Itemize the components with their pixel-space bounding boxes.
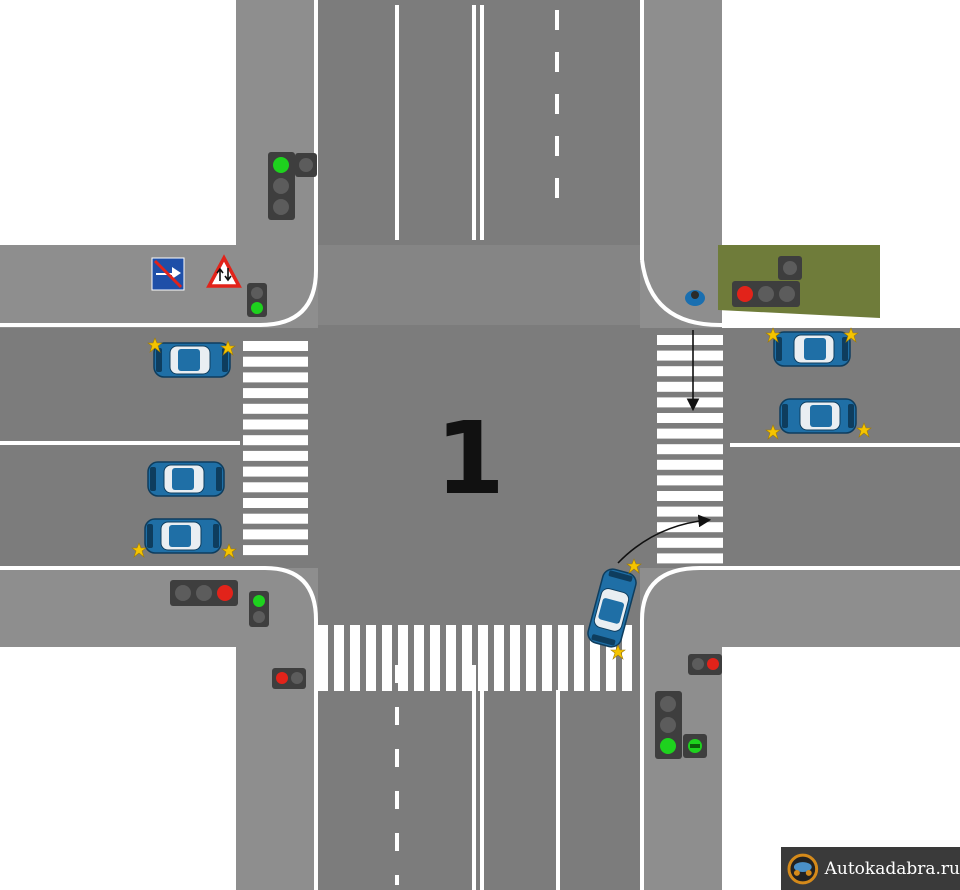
crosswalk-stripe [243, 466, 308, 477]
crosswalk-stripe [657, 444, 723, 455]
crosswalk-stripe [318, 625, 328, 691]
crosswalk-stripe [243, 419, 308, 430]
crosswalk-stripe [243, 372, 308, 383]
turn-path-arrow [617, 514, 712, 564]
crosswalk-stripe [243, 403, 308, 414]
crosswalk-stripe [243, 435, 308, 446]
no-entry-side-road-sign [151, 257, 185, 291]
tl-ne-main [732, 256, 802, 307]
crosswalk-stripe [478, 625, 488, 691]
crosswalk-stripe [574, 625, 584, 691]
crosswalk-stripe [657, 350, 723, 361]
crosswalk-stripe [430, 625, 440, 691]
car-west-1 [153, 342, 231, 378]
crosswalk-stripe [657, 537, 723, 548]
crosswalk-stripe [243, 356, 308, 367]
watermark: Autokadabra.ru [781, 847, 960, 890]
tl-sw-ped [249, 591, 269, 627]
lane-markings-south [395, 665, 560, 890]
crosswalk-stripe [558, 625, 568, 691]
crosswalk-stripe [657, 522, 723, 533]
tl-nw-main [268, 152, 317, 220]
crosswalk-south [318, 625, 632, 691]
crosswalk-stripe [657, 475, 723, 486]
crosswalk-stripe [657, 397, 723, 408]
two-way-traffic-warning-sign [206, 254, 242, 288]
lane-markings-horizontal [0, 441, 960, 447]
crosswalk-stripe [657, 335, 723, 345]
crosswalk-stripe [657, 366, 723, 377]
crosswalk-stripe [657, 491, 723, 501]
crosswalk-stripe [526, 625, 536, 691]
tl-nw-ped [247, 283, 267, 317]
tl-se-ped [688, 654, 722, 675]
crosswalk-stripe [657, 553, 723, 564]
crosswalk-stripe [243, 545, 308, 556]
crosswalk-stripe [622, 625, 632, 691]
car-east-2 [779, 398, 857, 434]
crosswalk-stripe [657, 381, 723, 392]
tl-se-main [655, 691, 707, 759]
car-east-1 [773, 331, 851, 367]
crosswalk-stripe [243, 482, 308, 493]
autokadabra-logo-icon [787, 853, 819, 884]
pedestrian [685, 290, 705, 306]
car-west-2 [147, 461, 225, 497]
crosswalk-stripe [243, 498, 308, 508]
crosswalk-stripe [494, 625, 504, 691]
crosswalk-stripe [243, 341, 308, 351]
crosswalk-stripe [606, 625, 616, 691]
crosswalk-stripe [243, 529, 308, 540]
intersection-number: 1 [435, 400, 505, 517]
tl-sw-main [170, 580, 238, 606]
crosswalk-stripe [382, 625, 392, 691]
intersection-core [318, 245, 640, 325]
watermark-text: Autokadabra.ru [824, 858, 960, 879]
crosswalk-stripe [542, 625, 552, 691]
crosswalk-stripe [366, 625, 376, 691]
crosswalk-stripe [510, 625, 520, 691]
crosswalk-stripe [414, 625, 424, 691]
crosswalk-stripe [334, 625, 344, 691]
crosswalk-stripe [657, 459, 723, 470]
crosswalk-stripe [398, 625, 408, 691]
crosswalk-stripe [657, 506, 723, 517]
car-west-3 [144, 518, 222, 554]
crosswalk-stripe [462, 625, 472, 691]
crosswalk-stripe [243, 388, 308, 399]
crosswalk-stripe [446, 625, 456, 691]
lane-markings-north [395, 5, 559, 240]
crosswalk-west [243, 341, 308, 556]
crosswalk-stripe [657, 413, 723, 423]
crosswalk-stripe [590, 625, 600, 691]
tl-sw-ped2 [272, 668, 306, 689]
crosswalk-stripe [657, 428, 723, 439]
crosswalk-stripe [350, 625, 360, 691]
crosswalk-east [657, 335, 723, 564]
crosswalk-stripe [243, 450, 308, 461]
crosswalk-stripe [243, 513, 308, 524]
